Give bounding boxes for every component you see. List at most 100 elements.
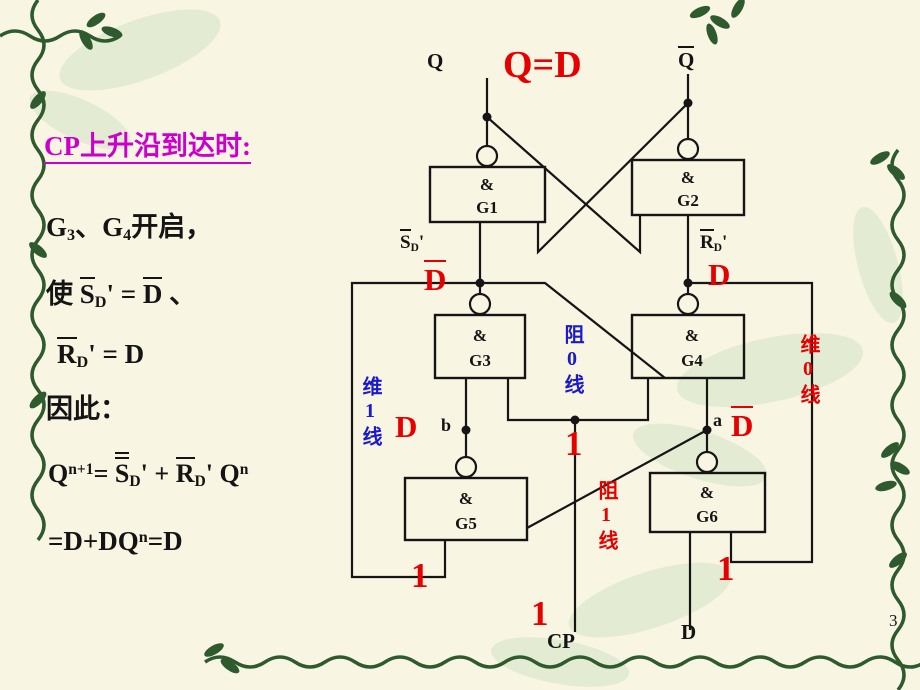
d-overline: D [142,277,163,309]
wire-maintain-1-line [350,281,480,579]
gate-g3-bubble [468,292,492,316]
junction-dot [683,98,693,108]
comma-g: 、G [75,212,124,242]
r-overline: R [57,337,77,369]
page-number: 3 [889,611,898,630]
statement-line-6: =D+DQn=D [48,526,183,556]
dark-leaf-clusters [29,0,910,674]
statement-line-5: Qn+1= SD' + RD' Qn [48,452,248,490]
prime: ' [418,232,425,253]
s-overline: S [79,277,95,309]
line6-head: =D+DQ [48,526,139,556]
rd-prime-label: RD' [700,229,727,255]
node-b-label: b [441,415,452,435]
line2-tail: 、 [162,279,197,309]
q-output-label: Q [427,49,444,73]
s-d-subscript: D [94,293,107,312]
r-d-subscript: D [76,353,89,372]
value-1-bottom-right: 1 [717,549,735,588]
junction-dots [461,98,712,435]
equals: = [95,339,125,369]
prime: ' [205,459,220,488]
r-overline: R [700,229,714,252]
junction-dot [475,278,485,288]
qbar-overline: Q [678,46,695,72]
vine-bottom [204,655,920,669]
wire-cp-branch-g4 [575,378,650,422]
wire-block-1-line [526,429,708,529]
gate-symbols [403,137,767,542]
q-superscript-n: n [138,527,148,546]
equals: = [114,279,143,309]
g3-subscript: 3 [67,226,76,245]
prime: ' [106,279,114,309]
equals: = [93,459,115,488]
d-value-at-node-b: D [395,409,418,444]
gate-g2-amp: & [681,168,695,187]
shi-text: 使 [46,279,80,309]
q-superscript-n1: n+1 [68,461,94,479]
statement-line-4: 因此： [46,394,127,424]
s-d-subscript: D [129,472,141,490]
gate-g2-name: G2 [677,191,699,210]
block-1-line-label: 阻1线 [595,480,617,554]
pale-leaf-decorations [29,9,903,687]
statement-line-1: G3、G4开启， [46,212,212,244]
wire-block-0-line [480,281,666,379]
d-overline: D [424,260,447,297]
block-0-line-label: 阻0线 [561,324,583,398]
d-input-label: D [681,620,697,644]
prime: ' [721,232,728,253]
gate-g3-amp: & [473,326,487,345]
prime: ' [88,339,96,369]
wire-q-to-g2 [486,116,642,255]
cp-value-1-bottom: 1 [531,594,549,633]
junction-dot [683,278,693,288]
gate-g4-bubble [676,292,700,316]
dbar-value-annotation-left: D [424,260,447,298]
qbar-output-label: Q [678,46,695,73]
d-value-annotation-right: D [708,257,731,292]
wire-maintain-0-line [688,281,814,564]
gate-g4-name: G4 [681,351,703,370]
gate-g1-name: G1 [476,198,498,217]
d-value: D [124,339,145,369]
dbar-value-at-node-a: D [731,406,754,444]
r-overline: R [175,457,195,488]
gate-g1-amp: & [480,175,494,194]
prime: ' [140,459,155,488]
d-overline: D [731,406,754,443]
gate-g3-name: G3 [469,351,491,370]
gate-g4-amp: & [685,326,699,345]
vine-left [30,0,46,542]
node-a-dot [702,425,712,435]
wire-cp-trunk [506,378,577,632]
sd-prime-label: SD' [400,229,424,255]
q-equals-d-annotation: Q=D [503,44,582,86]
s-d-subscript: D [410,241,419,254]
q-letter-2: Q [219,459,240,488]
wire-qbar-to-g1 [536,102,689,255]
gate-g5-bubble [454,455,478,479]
node-a-label: a [713,410,722,430]
s-overline: S [400,229,411,252]
gate-g5-name: G5 [455,514,477,533]
gate-g1-bubble [475,144,499,168]
g-letter: G [46,212,68,242]
r-d-subscript: D [194,472,206,490]
line6-tail: =D [147,526,183,556]
cp-input-label: CP [547,629,575,653]
g4-subscript: 4 [123,226,132,245]
q-superscript-n: n [239,461,249,479]
gate-g6-bubble [695,450,719,474]
junction-dot [570,415,580,425]
slide-title: CP上升沿到达时: [44,131,251,165]
line1-tail: 开启， [131,212,213,242]
gate-g6-amp: & [700,483,714,502]
maintain-1-line-label: 维1线 [359,376,381,450]
statement-line-3: RD' = D [57,337,144,371]
cp-value-1-mid: 1 [565,424,583,463]
